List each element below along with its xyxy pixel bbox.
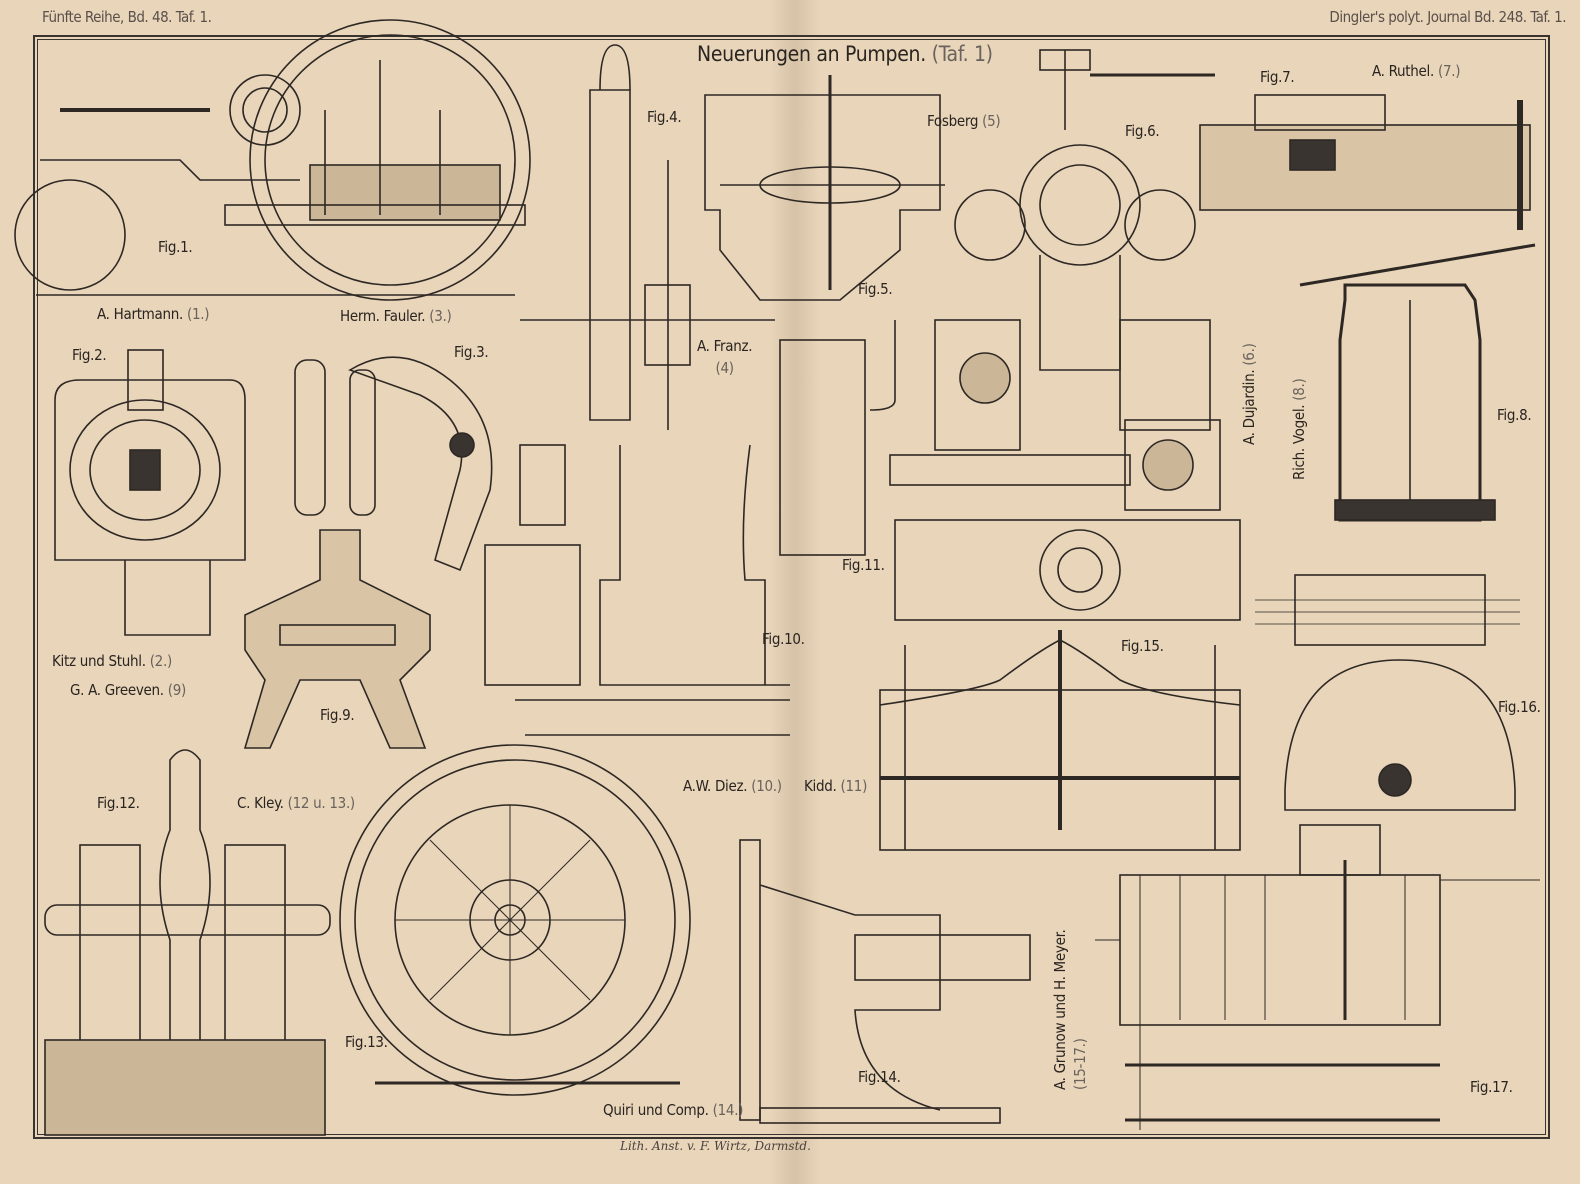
credit-fosberg: Fosberg (5) bbox=[927, 112, 1001, 130]
fig-label-9: Fig.9. bbox=[320, 706, 355, 724]
credit-kitz-stuhl: Kitz und Stuhl. (2.) bbox=[52, 652, 172, 670]
fig3-drawing bbox=[294, 356, 493, 572]
lithographer-imprint: Lith. Anst. v. F. Wirtz, Darmstd. bbox=[620, 1139, 811, 1153]
credit-kley: C. Kley. (12 u. 13.) bbox=[237, 794, 355, 812]
fig-label-1: Fig.1. bbox=[158, 238, 193, 256]
fig17-drawing bbox=[1095, 824, 1540, 1130]
title-main: Neuerungen an Pumpen. bbox=[697, 42, 926, 66]
fig4-drawing bbox=[520, 44, 775, 430]
credit-diez: A.W. Diez. (10.) bbox=[683, 777, 782, 795]
fig16-drawing bbox=[1284, 659, 1516, 811]
fig12-drawing bbox=[44, 749, 331, 1136]
fig15-drawing bbox=[879, 630, 1241, 851]
credit-quiri: Quiri und Comp. (14.) bbox=[603, 1101, 744, 1119]
fig-label-3: Fig.3. bbox=[454, 343, 489, 361]
credit-vogel: Rich. Vogel. (8.) bbox=[1290, 378, 1308, 481]
fig7-drawing bbox=[1199, 94, 1531, 230]
fig-label-17: Fig.17. bbox=[1470, 1078, 1513, 1096]
credit-kidd: Kidd. (11) bbox=[804, 777, 868, 795]
credit-franz: A. Franz.(4) bbox=[697, 337, 753, 377]
fig2-drawing bbox=[54, 349, 246, 636]
fig-label-2: Fig.2. bbox=[72, 346, 107, 364]
fig6-drawing bbox=[889, 49, 1241, 621]
fig-label-11: Fig.11. bbox=[842, 556, 885, 574]
fig8-drawing bbox=[1255, 243, 1536, 646]
fig-label-14: Fig.14. bbox=[858, 1068, 901, 1086]
credit-fauler: Herm. Fauler. (3.) bbox=[340, 307, 452, 325]
title-plate-number: (Taf. 1) bbox=[931, 42, 993, 66]
fig13-drawing bbox=[339, 744, 691, 1096]
credit-ruthel: A. Ruthel. (7.) bbox=[1372, 62, 1461, 80]
fig5-drawing bbox=[704, 75, 945, 301]
fig-label-13: Fig.13. bbox=[345, 1033, 388, 1051]
credit-greeven: G. A. Greeven. (9) bbox=[70, 681, 186, 699]
fig-label-8: Fig.8. bbox=[1497, 406, 1532, 424]
fig-label-10: Fig.10. bbox=[762, 630, 805, 648]
header-journal: Dingler's polyt. Journal Bd. 248. Taf. 1… bbox=[1329, 8, 1566, 26]
header-series: Fünfte Reihe, Bd. 48. Taf. 1. bbox=[42, 8, 212, 26]
credit-hartmann: A. Hartmann. (1.) bbox=[97, 305, 210, 323]
fig14-drawing bbox=[739, 839, 1031, 1124]
credit-grunow-meyer: A. Grunow und H. Meyer.(15-17.) bbox=[1051, 929, 1089, 1090]
plate-title: Neuerungen an Pumpen. (Taf. 1) bbox=[697, 42, 993, 66]
fig-label-12: Fig.12. bbox=[97, 794, 140, 812]
fig1-drawing bbox=[14, 19, 531, 301]
fig9-drawing bbox=[243, 529, 431, 749]
fig-label-6: Fig.6. bbox=[1125, 122, 1160, 140]
fig-label-7: Fig.7. bbox=[1260, 68, 1295, 86]
plate-frame bbox=[33, 35, 1550, 1139]
fig-label-16: Fig.16. bbox=[1498, 698, 1541, 716]
fig-label-4: Fig.4. bbox=[647, 108, 682, 126]
fig-label-5: Fig.5. bbox=[858, 280, 893, 298]
fig10-11-drawing bbox=[484, 320, 896, 736]
credit-dujardin: A. Dujardin. (6.) bbox=[1240, 343, 1258, 445]
fig-label-15: Fig.15. bbox=[1121, 637, 1164, 655]
